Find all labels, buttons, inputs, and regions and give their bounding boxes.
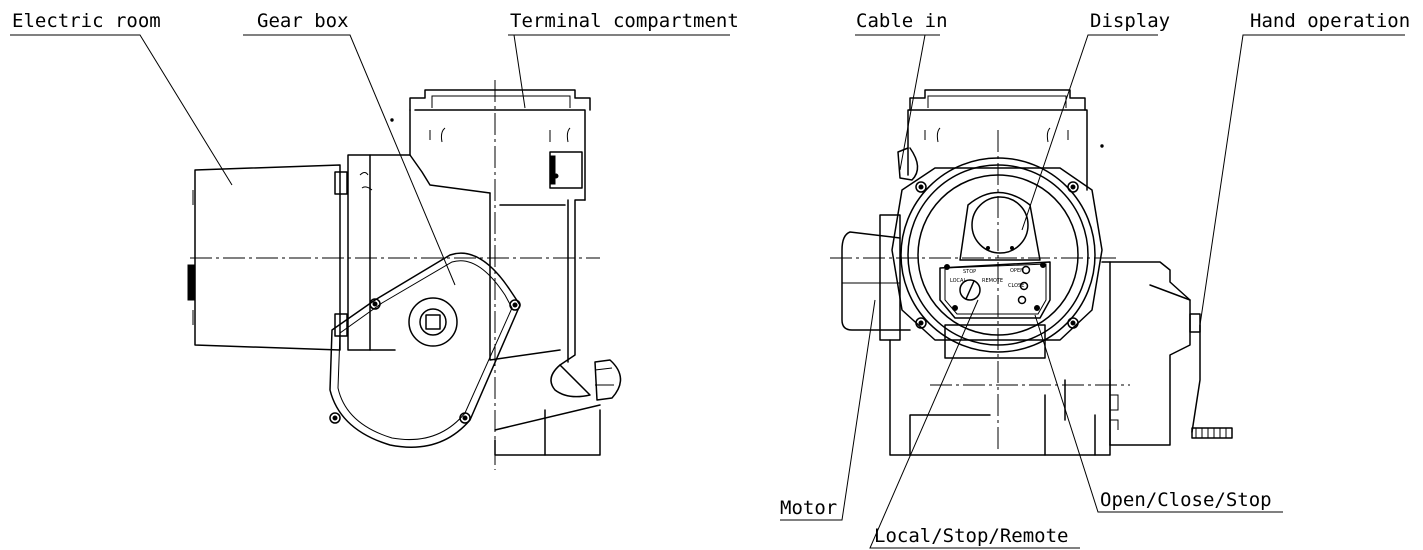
label-gear-box: Gear box (257, 10, 349, 32)
hand-crank-handle[interactable] (1191, 427, 1233, 439)
hand-wheel-assembly (1101, 261, 1233, 446)
terminal-compartment-box (409, 89, 591, 201)
open-button[interactable] (1021, 265, 1031, 275)
label-local-stop-remote: Local/Stop/Remote (874, 525, 1068, 547)
label-open-close-stop: Open/Close/Stop (1100, 489, 1272, 511)
cable-in-gland (897, 147, 919, 181)
side-view (187, 80, 622, 470)
round-housing (891, 157, 1103, 353)
label-electric-room: Electric room (12, 10, 161, 32)
local-stop-remote-knob[interactable] (959, 279, 981, 301)
stop-button[interactable] (1017, 295, 1027, 305)
label-display: Display (1090, 10, 1170, 32)
label-hand-operation: Hand operation (1250, 10, 1410, 32)
motor-body (841, 214, 911, 341)
label-cable-in: Cable in (856, 10, 948, 32)
display-window (959, 191, 1041, 261)
panel-remote-label: REMOTE (982, 278, 1003, 284)
panel-local-label: LOCAL (950, 278, 966, 284)
label-motor: Motor (780, 497, 837, 519)
close-button[interactable] (1019, 281, 1029, 291)
front-view: STOP LOCAL REMOTE OPEN CLOSE (830, 89, 1233, 456)
cable-gland-side (550, 359, 622, 401)
callout-leaders (10, 34, 1405, 549)
label-terminal-compartment: Terminal compartment (510, 10, 739, 32)
front-terminal-box (907, 89, 1088, 191)
panel-open-label: OPEN (1010, 268, 1024, 274)
gear-box-cover (329, 252, 521, 448)
control-panel: STOP LOCAL REMOTE OPEN CLOSE (939, 261, 1051, 319)
panel-stop-label: STOP (963, 269, 976, 275)
electric-room-box (187, 154, 411, 351)
main-body (489, 192, 601, 456)
panel-close-label: CLOSE (1008, 283, 1024, 289)
